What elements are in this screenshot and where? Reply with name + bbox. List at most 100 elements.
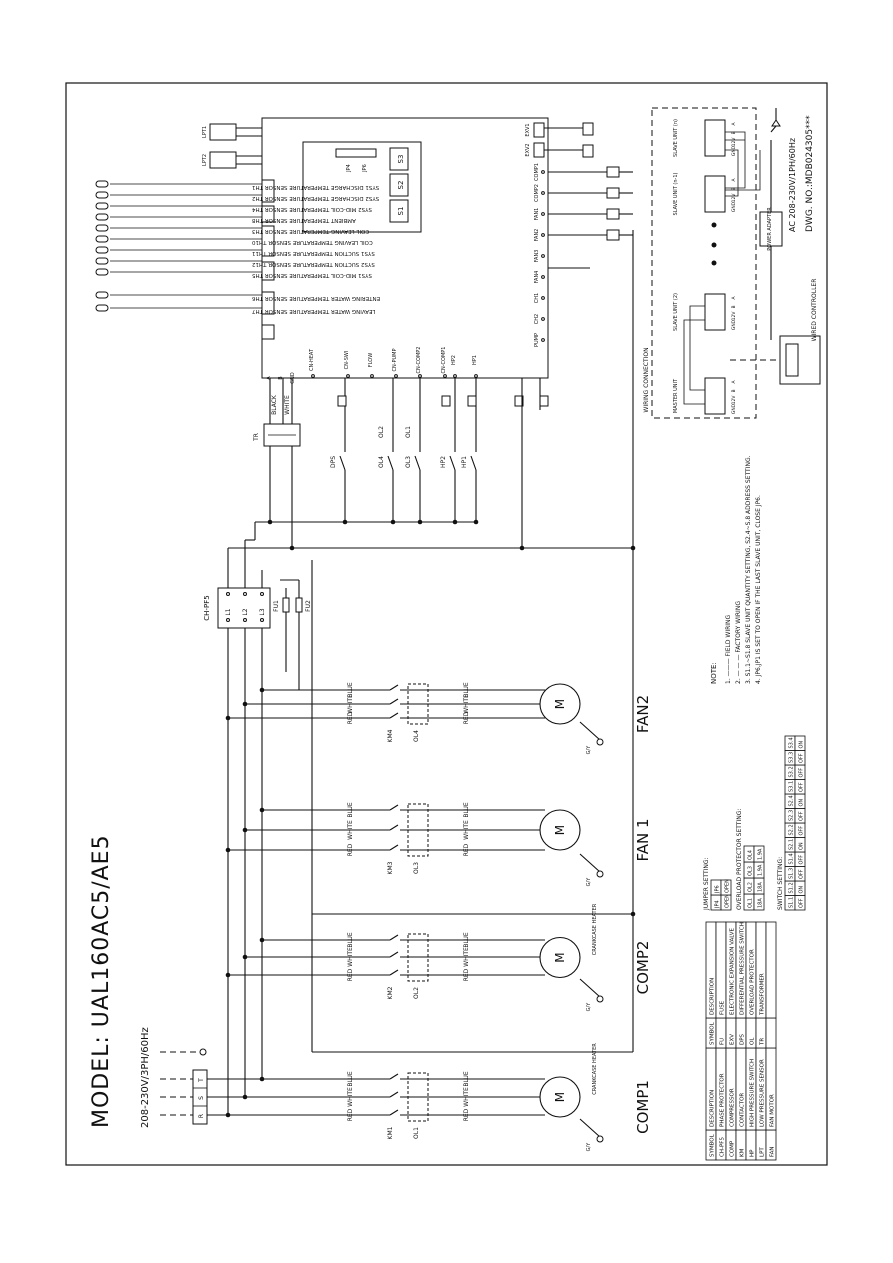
fan1-contactor-label: KM3 — [387, 861, 394, 874]
comp1-junction — [259, 1076, 265, 1082]
lpt1-label: LPT1 — [202, 126, 208, 138]
control-bus — [227, 446, 636, 588]
unit-link-wire — [725, 131, 746, 197]
note-4: 4. JP6,JP1 IS SET TO OPEN IF THE LAST SL… — [755, 495, 762, 684]
overload-1-branch-label: OL1 — [405, 426, 412, 438]
board-input-connector — [467, 395, 477, 407]
sensor-probe — [95, 304, 109, 312]
legend-text: TR — [760, 1038, 766, 1046]
board-relay-label: FAN1 — [534, 208, 540, 221]
fan2-name: FAN2 — [634, 695, 652, 733]
fan1-ground-terminal — [596, 870, 604, 878]
unit-terminal-block — [704, 377, 726, 415]
power-bus — [207, 628, 263, 1116]
setting-cell — [794, 735, 806, 751]
fan1-wire-color-in: WHITE — [347, 820, 354, 840]
phase-protector-label: CH-PF5 — [203, 595, 211, 620]
relay-coil — [606, 229, 620, 241]
setting-text: OFF — [799, 855, 805, 865]
safety-switch-contact — [470, 455, 477, 471]
safety-switch-label: HP2 — [440, 456, 447, 468]
setting-text: ON — [799, 799, 805, 807]
board-relay-label: PUMP — [534, 333, 540, 347]
comp1-ground-lead — [579, 1118, 601, 1138]
comp1-contact — [389, 1091, 399, 1098]
fan2-overload-label: OL4 — [413, 730, 420, 742]
fan1-wire-color-in: BLUE — [347, 802, 354, 818]
terminal-t: T — [198, 1078, 205, 1083]
fan2-wire-color-out: RED — [463, 711, 470, 724]
temperature-sensor-label: COIL LEAVING TEMPERATURE SENSOR TH10 — [252, 239, 373, 245]
legend-text: DESCRIPTION — [710, 1090, 716, 1127]
fan2-contact — [389, 712, 399, 719]
control-board: S3 S2 S1 JP4 JP6 — [261, 117, 549, 379]
board-sensor-connector — [261, 291, 275, 315]
legend-text: CONTACTOR — [740, 1093, 746, 1127]
exv-outputs: EXV1 EXV2 — [525, 122, 594, 158]
wiring-terminal-label: 12V — [731, 311, 737, 321]
safety-switch-contact — [339, 455, 346, 471]
comp2-overload-label: OL2 — [413, 987, 420, 999]
board-relay-terminal — [541, 317, 545, 321]
model-title: MODEL: UAL160AC5/AE5 — [89, 834, 114, 1128]
safety-switch-label: DPS — [330, 456, 337, 468]
note-3: 3. S1.1~S1.8 SLAVE UNIT QUANTITY SETTING… — [745, 455, 752, 684]
safety-switch-label: OL3 — [405, 456, 412, 468]
setting-text: S3.2 — [789, 766, 795, 777]
comp2-contactor-label: KM2 — [387, 986, 394, 999]
fan2-wire-color-in: WHITE — [347, 694, 354, 714]
comp1-ground-terminal — [596, 1135, 604, 1143]
comp1-contact — [389, 1073, 399, 1080]
comp2-ground-label: G/Y — [586, 1002, 592, 1012]
board-sensor-connector — [261, 324, 275, 340]
sensor-probe — [95, 224, 109, 232]
notes-title: NOTE: — [710, 662, 718, 684]
wiring-terminal-label: GND — [731, 145, 737, 156]
board-relay-terminal — [541, 338, 545, 342]
wiring-terminal-label: GND — [731, 201, 737, 212]
wiring-terminal-label: 12V — [731, 395, 737, 405]
setting-cell — [720, 879, 732, 896]
board-input-label: FLOW — [368, 353, 374, 367]
legend-text: KM — [740, 1148, 746, 1157]
terminal-r: R — [198, 1114, 205, 1118]
wire-color-black-tr: BLACK — [271, 394, 278, 415]
board-input-terminal — [311, 374, 315, 378]
dip-switch-s1: S1 — [397, 207, 405, 216]
board-relay-label: FAN2 — [534, 229, 540, 242]
board-input-terminal — [370, 374, 374, 378]
legend-cell — [765, 921, 777, 1019]
board-input-terminal — [474, 374, 478, 378]
fan2-junction — [242, 701, 248, 707]
fan1-wire-color-in: RED — [347, 843, 354, 856]
fuse-2-label: FU2 — [305, 600, 312, 612]
comp2-wire-color-in: RED — [347, 968, 354, 981]
wiring-terminal-label: B — [731, 389, 737, 392]
fuses: FU1 FU2 — [273, 579, 312, 690]
legend-text: PHASE PROTECTOR — [720, 1073, 726, 1127]
legend-text: OVERLOAD PROTECTOR — [750, 949, 756, 1015]
wiring-terminal-label: GND — [731, 403, 737, 414]
fan1-motor-symbol — [539, 809, 581, 851]
board-input-connector — [514, 395, 524, 407]
board-input-label: CN-HEAT — [309, 348, 315, 371]
fan2-wire-color-out: WHITE — [463, 694, 470, 714]
comp1-wire-color-out: RED — [463, 1108, 470, 1121]
fan2-motor-letter: M — [553, 699, 567, 709]
comp2-junction — [225, 972, 231, 978]
board-relay-label: CH1 — [534, 293, 540, 303]
comp2-contact — [389, 951, 399, 958]
terminal-s: S — [198, 1096, 205, 1100]
fan1-wire-color-out: WHITE — [463, 820, 470, 840]
pp-terminal-l1: L1 — [225, 608, 232, 615]
legend-text: COMP — [730, 1140, 736, 1157]
temperature-sensor-label: AMBIENT TEMPERATURE SENSOR TH8 — [252, 217, 356, 223]
setting-text: OL4 — [748, 850, 754, 860]
temperature-sensor-label: SYS2 DISCHARGE TEMPERATURE SENSOR TH2 — [252, 195, 379, 201]
fan2-ground-label: G/Y — [586, 745, 592, 755]
comp2-junction — [259, 937, 265, 943]
board-relay-terminal — [541, 254, 545, 258]
comp2-motor-letter: M — [553, 952, 567, 962]
dip-switch-s3: S3 — [397, 155, 405, 164]
